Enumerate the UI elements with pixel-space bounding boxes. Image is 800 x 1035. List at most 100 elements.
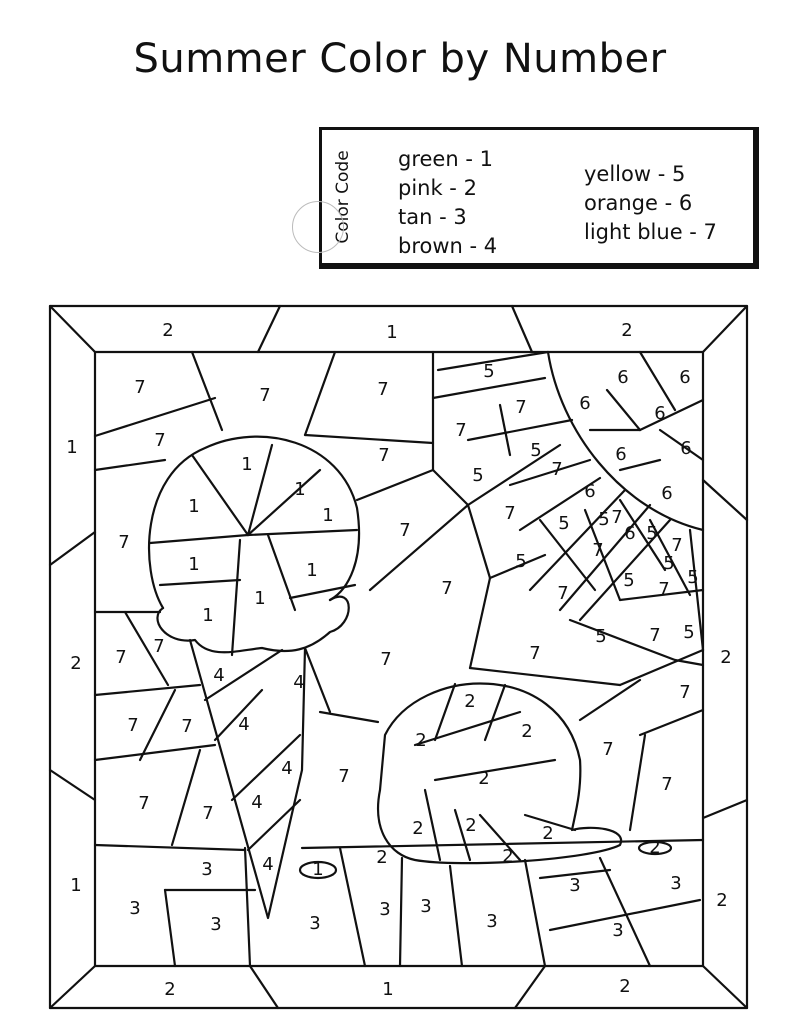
picture-outlines [48,304,749,1010]
legend-entry-brown: brown - 4 [398,234,498,258]
region-number: 5 [472,465,483,486]
frame-number: 2 [619,976,630,997]
region-number: 4 [213,665,224,686]
region-number: 1 [202,605,213,626]
region-number: 3 [309,913,320,934]
region-number: 7 [259,385,270,406]
region-number: 1 [322,505,333,526]
region-number: 1 [188,496,199,517]
region-number: 7 [529,643,540,664]
region-number: 7 [378,445,389,466]
region-number: 5 [646,523,657,544]
region-number: 7 [118,532,129,553]
region-number: 3 [210,914,221,935]
region-number: 1 [241,454,252,475]
cursor-ring [292,201,344,253]
region-number: 7 [515,397,526,418]
region-number: 1 [254,588,265,609]
region-number: 6 [661,483,672,504]
worksheet-title: Summer Color by Number [133,36,667,82]
frame-number: 6 [679,367,690,388]
region-number: 2 [412,818,423,839]
region-number: 2 [502,846,513,867]
region-number: 2 [542,823,553,844]
legend-entry-green: green - 1 [398,147,493,171]
frame-number: 1 [386,322,397,343]
region-number: 7 [504,503,515,524]
region-number: 1 [312,859,323,880]
region-number: 6 [584,481,595,502]
color-code-legend: Color Code green - 1 pink - 2 tan - 3 br… [319,127,759,269]
region-number: 7 [658,579,669,600]
frame-number: 2 [162,320,173,341]
region-number: 7 [557,583,568,604]
frame-number: 1 [382,979,393,1000]
region-number: 3 [486,911,497,932]
region-number: 1 [306,560,317,581]
legend-entry-yellow: yellow - 5 [584,162,686,186]
region-number: 7 [671,535,682,556]
region-number: 7 [679,682,690,703]
region-number: 7 [127,715,138,736]
region-number: 2 [465,815,476,836]
region-number: 2 [464,691,475,712]
region-number: 3 [612,920,623,941]
region-number: 6 [615,444,626,465]
frame-number: 1 [70,875,81,896]
region-number: 4 [251,792,262,813]
region-number: 7 [338,766,349,787]
region-number: 4 [281,758,292,779]
region-number: 5 [483,361,494,382]
region-number: 3 [420,896,431,917]
region-number: 2 [415,730,426,751]
region-number: 7 [380,649,391,670]
region-number: 3 [569,875,580,896]
legend-entry-pink: pink - 2 [398,176,477,200]
region-numbers: 7 7 7 5 7 6 6 6 7 7 7 5 6 6 7 1 1 1 1 1 … [115,361,727,941]
region-number: 7 [153,636,164,657]
region-number: 7 [181,716,192,737]
region-number: 4 [262,854,273,875]
frame-number: 2 [70,653,81,674]
region-number: 5 [663,553,674,574]
region-number: 2 [478,768,489,789]
region-number: 7 [441,578,452,599]
region-number: 7 [611,507,622,528]
region-number: 3 [129,898,140,919]
region-number: 7 [115,647,126,668]
region-number: 4 [293,672,304,693]
frame-number: 2 [621,320,632,341]
region-number: 3 [379,899,390,920]
region-number: 6 [680,438,691,459]
region-number: 2 [716,890,727,911]
region-number: 5 [683,622,694,643]
region-number: 7 [138,793,149,814]
region-number: 5 [530,440,541,461]
region-number: 5 [687,567,698,588]
region-number: 7 [592,540,603,561]
region-number: 7 [602,739,613,760]
region-number: 6 [654,403,665,424]
region-number: 5 [558,513,569,534]
region-number: 2 [649,837,660,858]
region-number: 4 [238,714,249,735]
frame-number: 2 [720,647,731,668]
region-number: 1 [294,479,305,500]
legend-entry-tan: tan - 3 [398,205,467,229]
region-number: 7 [377,379,388,400]
region-number: 3 [670,873,681,894]
frame-number: 6 [617,367,628,388]
region-number: 7 [134,377,145,398]
region-number: 7 [649,625,660,646]
legend-entry-orange: orange - 6 [584,191,693,215]
region-number: 2 [376,847,387,868]
region-number: 7 [154,430,165,451]
region-number: 7 [455,420,466,441]
region-number: 5 [515,551,526,572]
region-number: 5 [598,509,609,530]
frame-number: 2 [164,979,175,1000]
legend-entry-light-blue: light blue - 7 [584,220,717,244]
region-number: 7 [661,774,672,795]
frame-number: 1 [66,437,77,458]
